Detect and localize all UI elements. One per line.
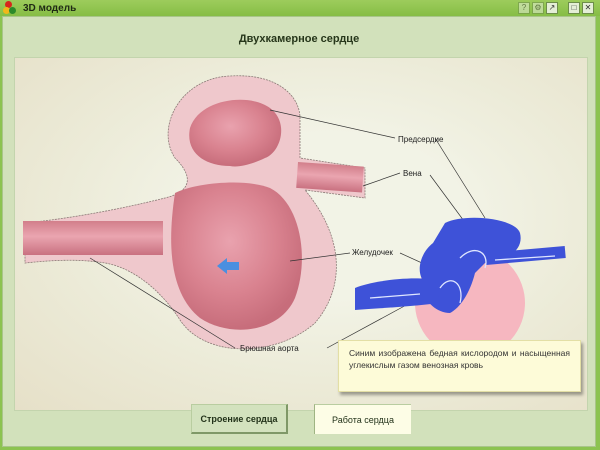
app-logo-icon (3, 1, 17, 15)
close-icon[interactable]: ✕ (582, 2, 594, 14)
help-icon[interactable]: ? (518, 2, 530, 14)
label-atrium: Предсердие (398, 135, 444, 144)
heart-model-canvas[interactable]: Предсердие Вена Желудочек Брюшная аорта … (14, 57, 588, 411)
heart-illustration (23, 75, 566, 358)
window-controls: ? ⚙ ↗ □ ✕ (518, 2, 594, 14)
title-bar: 3D модель ? ⚙ ↗ □ ✕ (0, 0, 600, 16)
heart-structure-button[interactable]: Строение сердца (191, 404, 288, 434)
label-abdominal-aorta: Брюшная аорта (240, 344, 299, 353)
page-title: Двухкамерное сердце (238, 33, 360, 45)
window-title: 3D модель (23, 2, 77, 14)
settings-icon[interactable]: ⚙ (532, 2, 544, 14)
label-ventricle: Желудочек (352, 248, 393, 257)
heart-function-button[interactable]: Работа сердца (314, 404, 411, 434)
arrow-left-icon (217, 258, 239, 274)
main-window: Двухкамерное сердце (2, 16, 596, 447)
maximize-icon[interactable]: □ (568, 2, 580, 14)
export-icon[interactable]: ↗ (546, 2, 558, 14)
info-note: Синим изображена бедная кислородом и нас… (338, 340, 581, 392)
label-vein: Вена (403, 169, 422, 178)
